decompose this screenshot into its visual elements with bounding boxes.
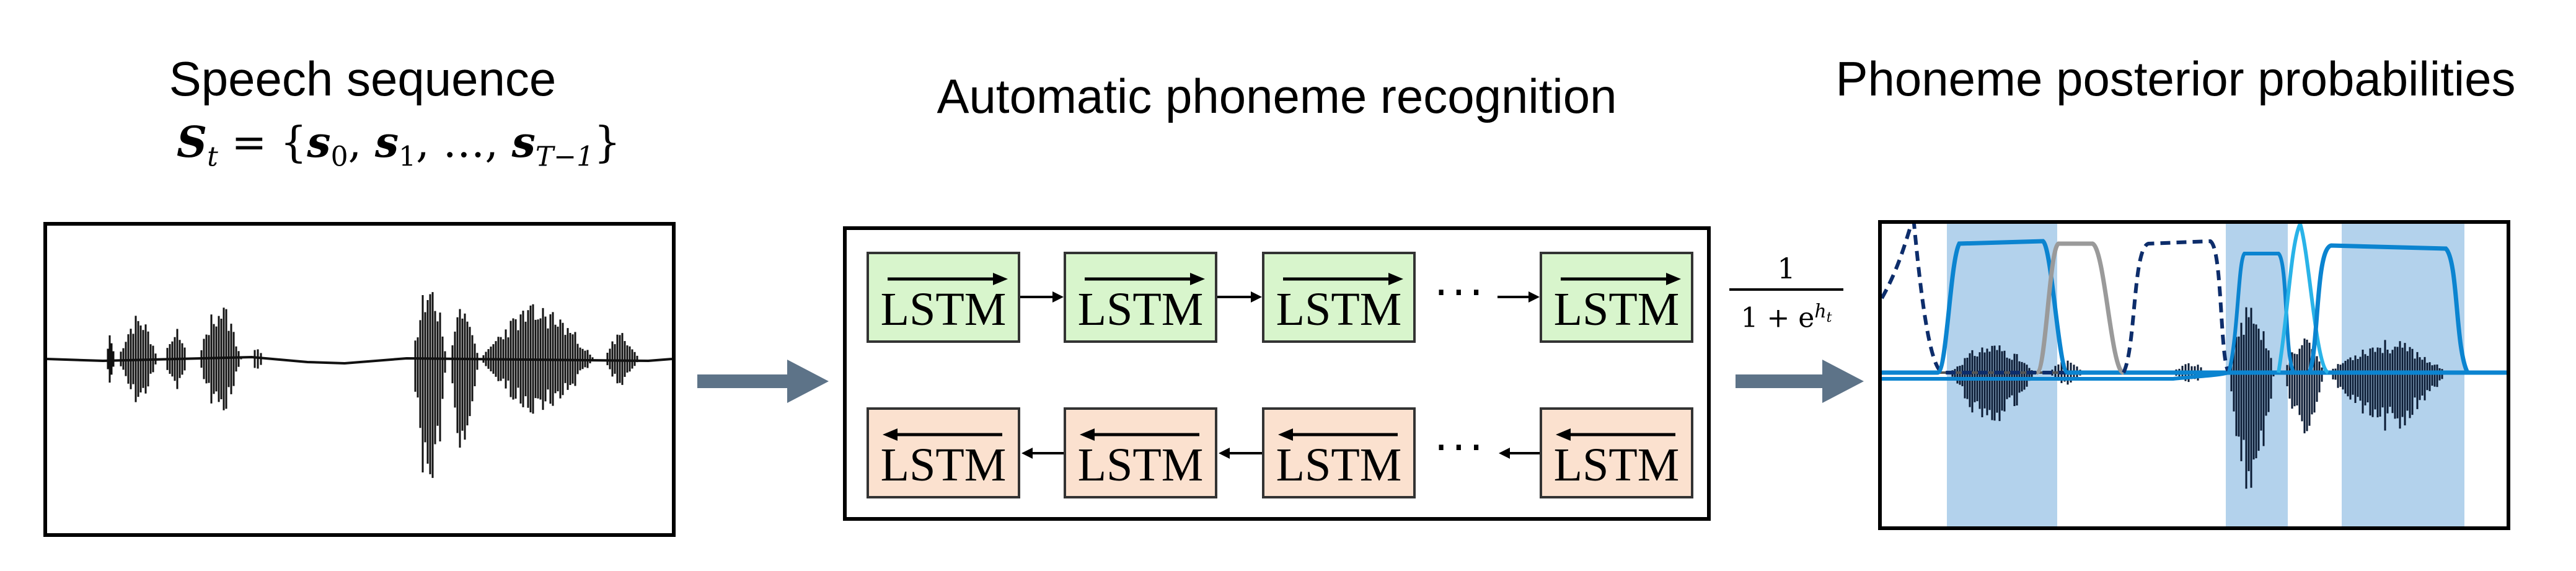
arrow-speech-to-recognition	[697, 360, 829, 403]
forward-ellipsis: ···	[1434, 267, 1487, 318]
posterior-curve-light-2	[1882, 252, 2316, 381]
sigmoid-denominator: 1 + eht	[1740, 301, 1832, 334]
posterior-curve-light-3	[2307, 243, 2507, 375]
posterior-curve-navy-2	[2122, 239, 2231, 374]
posterior-plot	[1882, 224, 2507, 526]
posterior-curve-cyan	[2277, 224, 2330, 374]
lstm-backward-1: LSTM	[867, 407, 1020, 498]
lstm-backward-4: LSTM	[1540, 407, 1693, 498]
recognition-title: Automatic phoneme recognition	[937, 69, 1617, 123]
posterior-curve-gray	[2034, 241, 2125, 375]
formula-lhs: S	[177, 118, 208, 167]
speech-title: Speech sequence	[169, 51, 557, 106]
fraction-bar	[1729, 288, 1843, 291]
lstm-forward-2: LSTM	[1064, 252, 1217, 343]
left-arrow-icon	[1080, 428, 1199, 441]
right-arrow-icon	[1085, 273, 1205, 285]
waveform-panel	[43, 222, 676, 537]
lstm-forward-4: LSTM	[1540, 252, 1693, 343]
lstm-forward-3: LSTM	[1262, 252, 1416, 343]
bilstm-panel: LSTM LSTM LSTM ··· LSTM LSTM LSTM LSTM ·…	[843, 226, 1711, 521]
posterior-title: Phoneme posterior probabilities	[1835, 51, 2516, 106]
right-arrow-icon	[1561, 273, 1681, 285]
lstm-backward-2: LSTM	[1064, 407, 1217, 498]
speech-formula: St = {s0, s1, …, sT−1}	[177, 118, 621, 173]
right-arrow-icon	[1283, 273, 1403, 285]
speech-waveform	[47, 292, 672, 478]
posterior-panel	[1878, 220, 2510, 530]
arrow-recognition-to-posteriors	[1736, 360, 1864, 403]
backward-ellipsis: ···	[1434, 422, 1487, 473]
left-arrow-icon	[1278, 428, 1398, 441]
lstm-forward-1: LSTM	[867, 252, 1020, 343]
sigmoid-formula: 1 1 + eht	[1724, 251, 1848, 337]
right-arrow-icon	[888, 273, 1008, 285]
posterior-curve-light-1	[1882, 239, 2507, 375]
left-arrow-icon	[1556, 428, 1675, 441]
sigmoid-numerator: 1	[1777, 252, 1796, 285]
left-arrow-icon	[883, 428, 1002, 441]
lstm-backward-3: LSTM	[1262, 407, 1416, 498]
